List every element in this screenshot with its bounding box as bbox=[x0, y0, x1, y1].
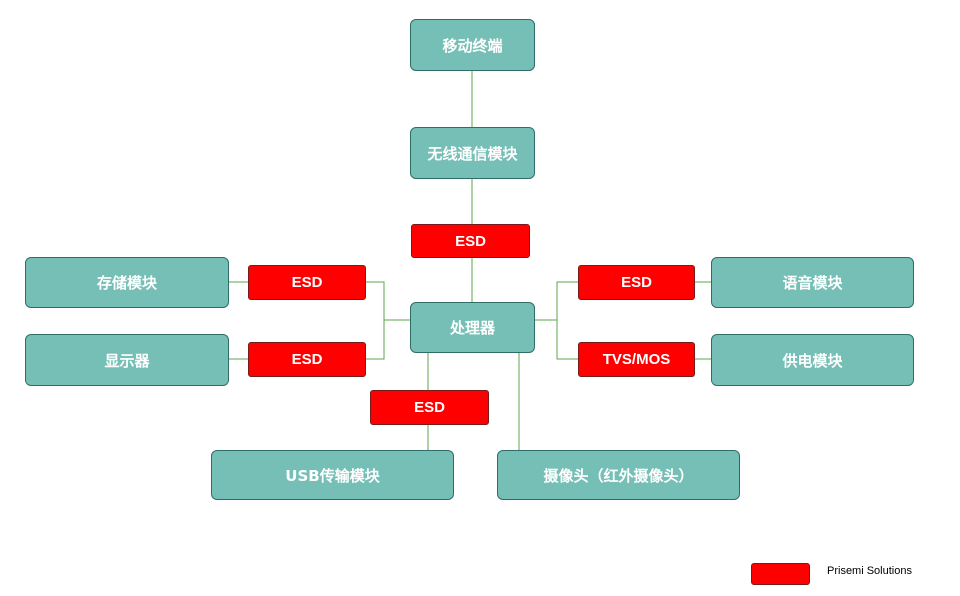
module-camera-label: 摄像头（红外摄像头） bbox=[543, 466, 694, 485]
module-power: 供电模块 bbox=[711, 334, 914, 386]
module-processor: 处理器 bbox=[410, 302, 535, 353]
protection-wireless-esd-label: ESD bbox=[455, 232, 486, 250]
module-voice: 语音模块 bbox=[711, 257, 914, 308]
module-mobile-terminal-label: 移动终端 bbox=[442, 36, 503, 55]
module-storage: 存储模块 bbox=[25, 257, 229, 308]
module-wireless: 无线通信模块 bbox=[410, 127, 535, 179]
module-storage-label: 存储模块 bbox=[96, 274, 157, 292]
module-power-label: 供电模块 bbox=[782, 351, 843, 370]
protection-storage-esd-label: ESD bbox=[291, 274, 323, 291]
protection-power-tvs-label: TVS/MOS bbox=[602, 351, 671, 368]
module-usb: USB传输模块 bbox=[211, 450, 454, 500]
protection-display-esd-label: ESD bbox=[291, 351, 323, 368]
legend-label: Prisemi Solutions bbox=[827, 565, 912, 577]
protection-storage-esd: ESD bbox=[248, 265, 366, 300]
module-wireless-label: 无线通信模块 bbox=[427, 144, 518, 163]
module-mobile-terminal: 移动终端 bbox=[410, 19, 535, 71]
module-processor-label: 处理器 bbox=[449, 319, 495, 337]
protection-usb-esd: ESD bbox=[370, 390, 489, 425]
module-camera: 摄像头（红外摄像头） bbox=[497, 450, 740, 500]
protection-wireless-esd: ESD bbox=[411, 224, 530, 258]
protection-usb-esd-label: ESD bbox=[414, 399, 445, 416]
module-usb-label: USB传输模块 bbox=[285, 466, 380, 485]
legend-swatch bbox=[751, 563, 810, 585]
module-display-label: 显示器 bbox=[104, 351, 150, 370]
protection-display-esd: ESD bbox=[248, 342, 366, 377]
module-voice-label: 语音模块 bbox=[782, 274, 843, 292]
protection-voice-esd: ESD bbox=[578, 265, 695, 300]
protection-voice-esd-label: ESD bbox=[621, 274, 652, 291]
module-display: 显示器 bbox=[25, 334, 229, 386]
protection-power-tvs: TVS/MOS bbox=[578, 342, 695, 377]
